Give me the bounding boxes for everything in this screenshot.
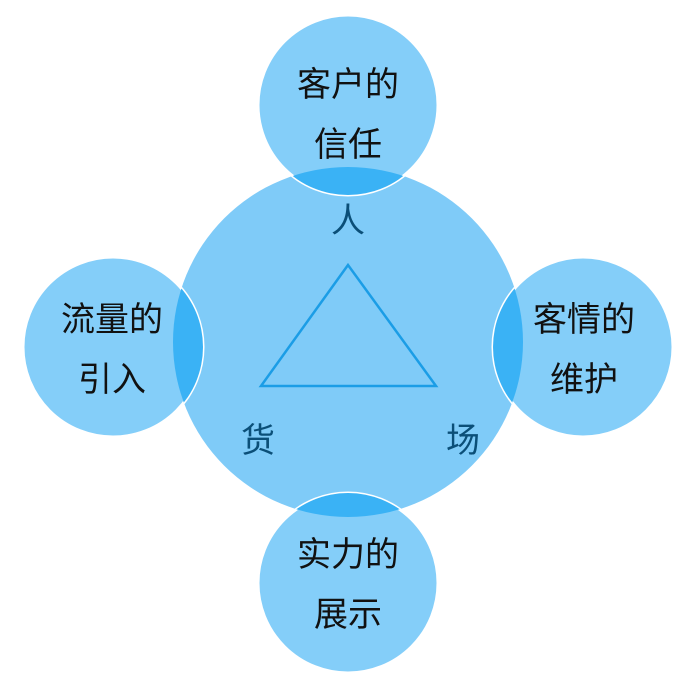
left-satellite-line2: 引入 (78, 360, 146, 400)
left-satellite-line1: 流量的 (61, 300, 163, 340)
triangle-outline (258, 262, 439, 388)
bottom-satellite-line2: 展示 (314, 595, 382, 635)
right-satellite-line2: 维护 (550, 360, 618, 400)
center-circle (173, 167, 523, 517)
goods-label: 货 (241, 421, 275, 461)
place-label: 场 (446, 421, 480, 461)
satellite-circle-bottom (256, 491, 440, 675)
bottom-satellite-line1: 实力的 (297, 535, 399, 575)
person-label: 人 (331, 201, 365, 241)
top-satellite-line1: 客户的 (297, 65, 399, 105)
top-satellite-line2: 信任 (314, 125, 382, 165)
right-satellite-line1: 客情的 (533, 300, 635, 340)
